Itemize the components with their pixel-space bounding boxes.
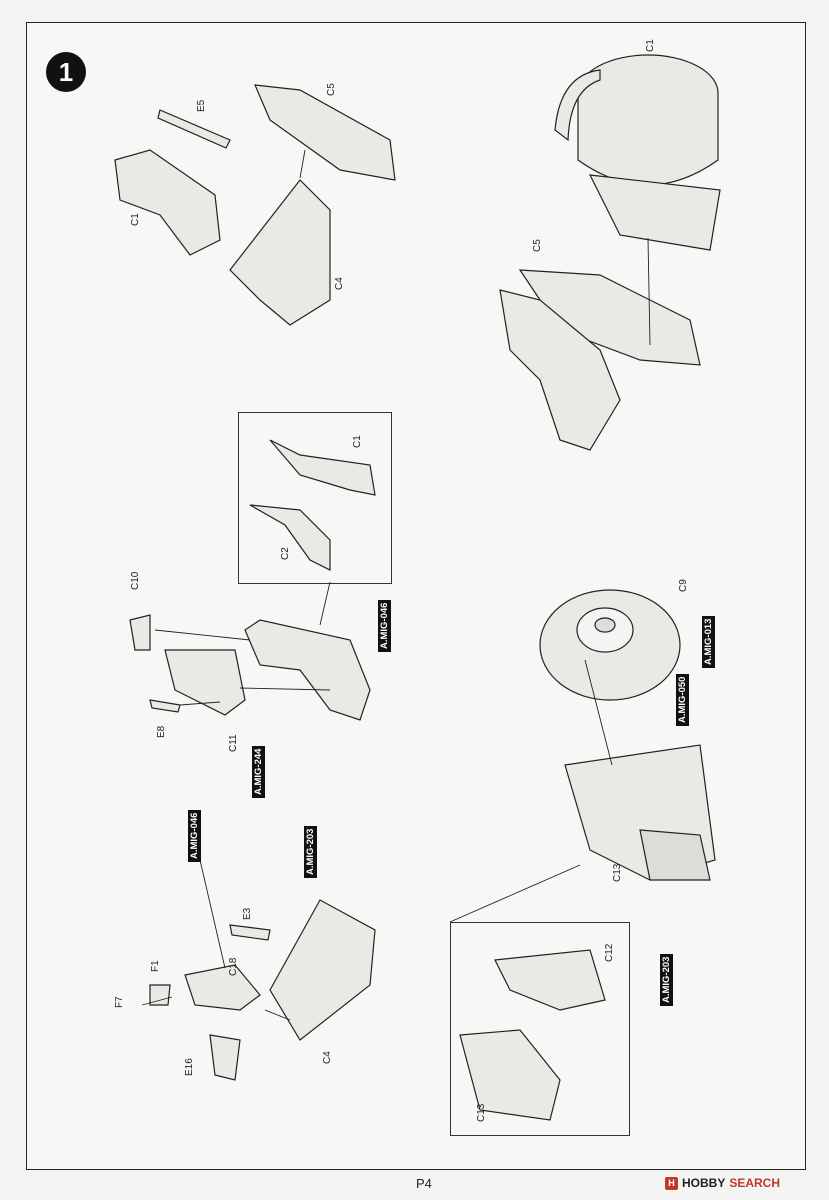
console-insert [639,829,711,881]
part-e3 [229,924,271,941]
part-label-c11: C11 [228,734,239,752]
part-label-c13-right: C13 [612,863,623,882]
watermark-word-b: SEARCH [729,1176,781,1190]
part-label-c18: C18 [228,957,239,976]
inset-part-c13 [459,1029,561,1121]
part-label-c4-bottom: C4 [322,1051,333,1064]
part-label-c5-top-left: C5 [326,83,337,96]
paint-callout-mig203-right: A.MIG-203 [660,953,673,1006]
page-number: P4 [416,1176,432,1191]
part-label-c2-inset: C2 [280,547,291,560]
part-label-c4-top: C4 [334,277,345,290]
part-label-e5: E5 [196,99,207,112]
part-label-c12: C12 [604,943,615,962]
part-label-f1: F1 [150,960,161,972]
part-e8 [149,699,181,713]
watermark: H HOBBY SEARCH [665,1176,780,1190]
part-label-e3: E3 [242,907,253,920]
seat-right [499,289,621,451]
seat-frame-inset-c2 [249,504,331,571]
step-number-badge: 1 [46,52,86,92]
part-label-c10: C10 [130,571,141,590]
part-label-f7: F7 [114,996,125,1008]
seat-frame-c1-top [114,149,221,256]
part-label-c5-mid-right: C5 [532,239,543,252]
pin-e5 [157,109,231,149]
inset-box-side-console [450,922,630,1136]
paint-callout-mig013: A.MIG-013 [702,615,715,668]
panel-c5-top [254,84,396,181]
paint-callout-mig244: A.MIG-244 [252,745,265,798]
part-label-c1-top-right: C1 [645,39,656,52]
cylinder-body [577,93,719,186]
part-label-e16: E16 [184,1058,195,1076]
cylinder-base [588,174,721,251]
paint-callout-mig203-left: A.MIG-203 [304,825,317,878]
watermark-logo-icon: H [665,1176,678,1190]
cylinder-flange [554,69,601,142]
part-e16 [209,1034,241,1081]
inset-part-c12 [494,949,606,1011]
panel-c18 [184,964,261,1011]
inset-box-seat-frame [238,412,392,584]
paint-callout-mig050: A.MIG-050 [676,673,689,726]
part-label-c1-top-left: C1 [130,213,141,226]
seat-frame-inset-c1 [269,439,376,496]
paint-callout-mig046-mid: A.MIG-046 [378,599,391,652]
seat-c4-top [229,179,331,326]
seat-assembly-mid [244,619,371,721]
part-label-e8: E8 [156,725,167,738]
part-label-c1-inset: C1 [352,435,363,448]
part-label-c9: C9 [678,579,689,592]
part-label-c13-inset: C13 [476,1103,487,1122]
seat-pad [164,649,246,716]
ring-hub [594,617,616,633]
paint-callout-mig046-bottom: A.MIG-046 [188,809,201,862]
watermark-word-a: HOBBY [682,1176,726,1190]
tub-c4-bottom [269,899,376,1041]
part-c10 [129,614,151,651]
part-f1 [149,984,171,1006]
